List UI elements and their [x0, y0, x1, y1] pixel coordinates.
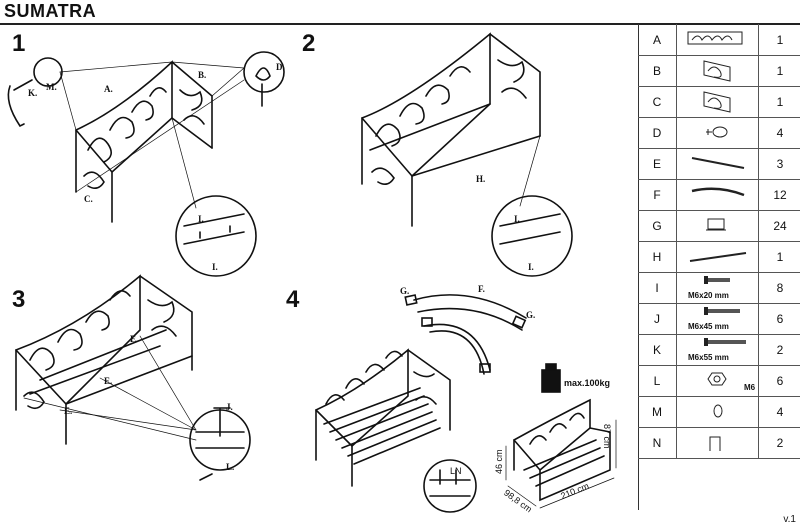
- part-letter: L: [653, 374, 661, 388]
- part-letter: A: [652, 33, 661, 47]
- part-letter: C: [652, 95, 662, 109]
- label-step1-A: A.: [104, 84, 113, 94]
- part-size-note: M6x20 mm: [688, 291, 729, 300]
- part-letter: G: [652, 219, 662, 233]
- assembly-illustrations: [7, 32, 617, 513]
- slat-holder-icon: [706, 218, 726, 231]
- step-number-3: 3: [12, 286, 26, 313]
- part-quantity: 3: [776, 157, 784, 171]
- label-step1-D: D.: [276, 62, 285, 72]
- step3-frame-drawing: [15, 274, 193, 445]
- label-step3-J: J.: [226, 402, 233, 412]
- part-size-note: M6x45 mm: [688, 322, 729, 331]
- washer-icon: [713, 404, 723, 418]
- long-bar-icon: [689, 252, 747, 262]
- bolt-icon: [704, 307, 740, 315]
- parts-row-g: G 24: [638, 210, 800, 242]
- max-load-label: max.100kg: [564, 378, 611, 388]
- part-quantity: 6: [776, 374, 784, 388]
- part-quantity: 2: [776, 436, 784, 450]
- parts-row-f: F 12: [638, 179, 800, 211]
- part-quantity: 8: [776, 281, 784, 295]
- part-letter: K: [652, 343, 661, 357]
- label-step2-H: H.: [476, 174, 486, 184]
- part-letter: E: [652, 157, 661, 171]
- label-step1-K: K.: [28, 88, 38, 98]
- version-label: v.1: [783, 514, 796, 525]
- label-step3-L: L.: [226, 462, 235, 472]
- label-step2-I-bottom: I.: [528, 262, 534, 272]
- side-panel-icon: [703, 60, 731, 82]
- dimensions-drawing: [513, 398, 611, 502]
- part-size-note: M6x55 mm: [688, 353, 729, 362]
- label-step1-I-bottom: I.: [212, 262, 218, 272]
- part-letter: J: [654, 312, 660, 326]
- label-step3-E-top: E.: [130, 334, 139, 344]
- label-step4-F: F.: [478, 284, 485, 294]
- label-step2-I-top: I.: [514, 214, 520, 224]
- step1-frame-drawing: [75, 60, 213, 223]
- headboard-panel-icon: [687, 31, 743, 45]
- slat-icon: [691, 187, 745, 197]
- page-title: SUMATRA: [4, 1, 97, 21]
- label-step4-G-right: G.: [526, 310, 536, 320]
- part-letter: M: [652, 405, 662, 419]
- rail-bar-icon: [691, 157, 745, 169]
- part-letter: N: [652, 436, 662, 450]
- dimension-height: 87 cm: [602, 424, 612, 449]
- part-quantity: 24: [773, 219, 787, 233]
- label-step1-I-top: I.: [198, 214, 204, 224]
- part-letter: D: [652, 126, 662, 140]
- part-quantity: 2: [776, 343, 784, 357]
- label-step1-C: C.: [84, 194, 93, 204]
- allen-key-icon: [709, 436, 721, 451]
- label-step4-detail: LN: [450, 466, 462, 476]
- part-quantity: 4: [776, 405, 784, 419]
- label-step4-G-left: G.: [400, 286, 410, 296]
- part-quantity: 1: [776, 64, 784, 78]
- step4-bed-drawing: [315, 348, 451, 487]
- step2-frame-drawing: [361, 32, 541, 227]
- label-step3-E-middle: E.: [104, 376, 113, 386]
- part-letter: I: [655, 281, 659, 295]
- part-quantity: 4: [776, 126, 784, 140]
- bolt-icon: [704, 338, 746, 346]
- part-quantity: 1: [776, 250, 784, 264]
- part-size-note: M6: [744, 383, 756, 392]
- part-letter: F: [653, 188, 661, 202]
- step-number-1: 1: [12, 30, 26, 57]
- label-step3-E-bottom: E.: [64, 406, 73, 416]
- side-panel-icon: [703, 91, 731, 113]
- part-quantity: 1: [776, 95, 784, 109]
- title-divider: [0, 23, 800, 25]
- part-quantity: 6: [776, 312, 784, 326]
- part-letter: H: [652, 250, 662, 264]
- nut-icon: [707, 372, 727, 386]
- part-letter: B: [652, 64, 661, 78]
- step-number-4: 4: [286, 286, 300, 313]
- step-number-2: 2: [302, 30, 316, 57]
- part-quantity: 1: [776, 33, 784, 47]
- part-quantity: 12: [773, 188, 787, 202]
- bolt-icon: [704, 276, 730, 284]
- label-step1-B: B.: [198, 70, 207, 80]
- dimension-seat-height: 46 cm: [494, 449, 504, 474]
- leg-cap-icon: [706, 126, 728, 138]
- label-step1-M: M.: [46, 82, 57, 92]
